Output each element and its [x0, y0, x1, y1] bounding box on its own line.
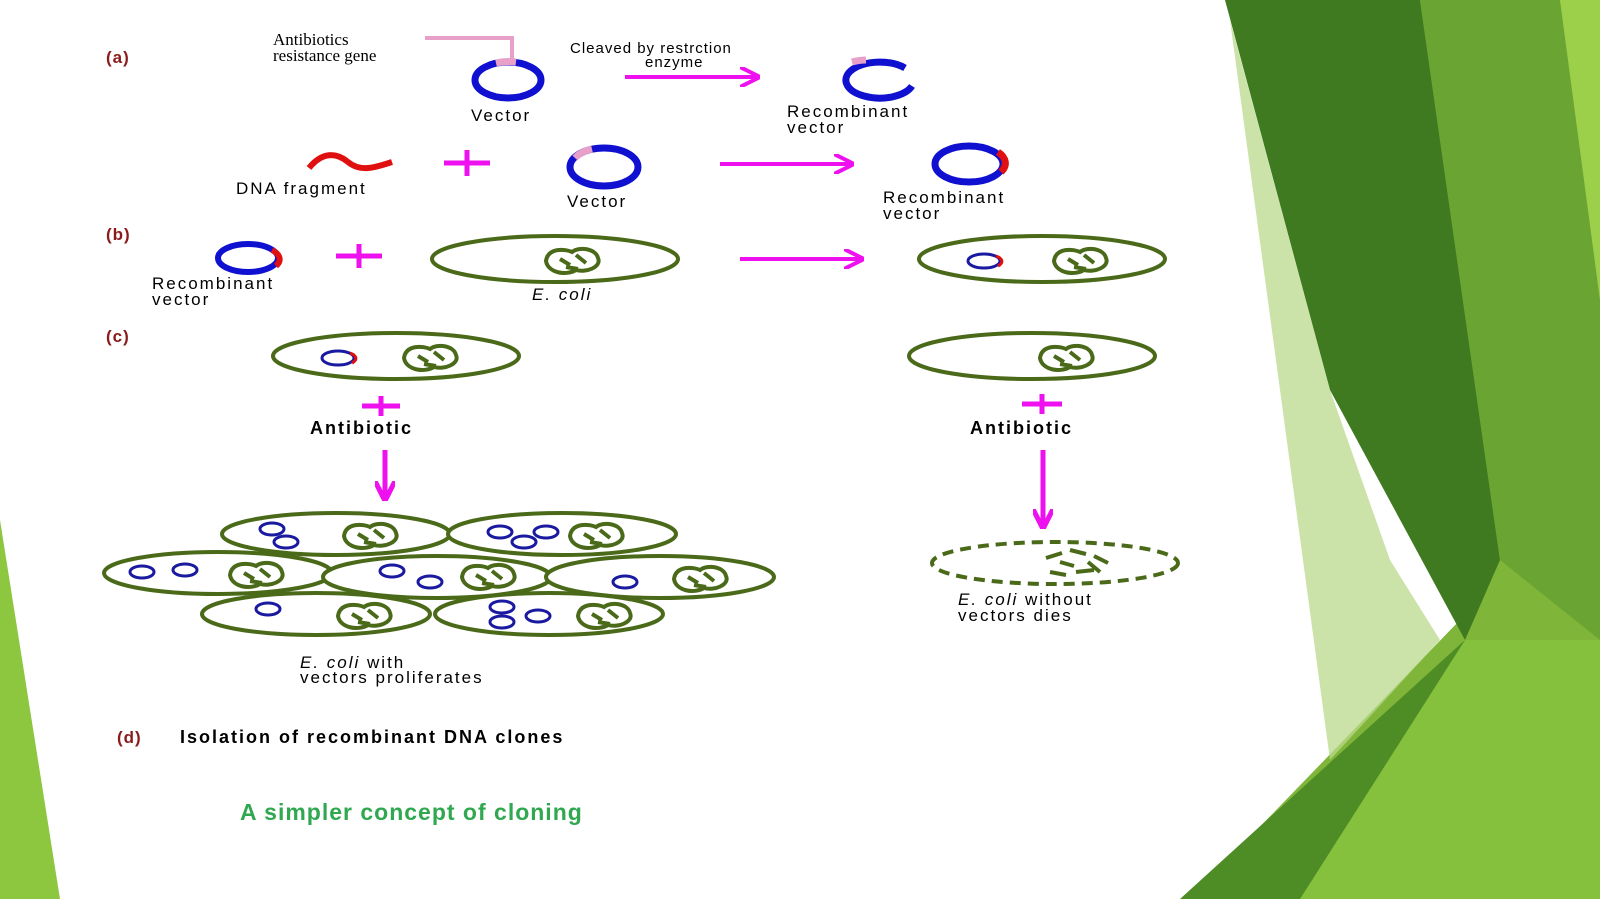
panel-b-tag: (b) [106, 225, 131, 244]
antibiotic-label-left: Antibiotic [310, 418, 413, 438]
cleave-label-line1: Cleaved by restrction [570, 40, 732, 57]
colony-cell [433, 591, 665, 637]
dies-label-line2: vectors dies [958, 606, 1073, 625]
dna-fragment-label: DNA fragment [236, 179, 367, 198]
right-green-light-band [1560, 0, 1600, 300]
proliferating-colony [102, 511, 776, 637]
panel-d-tag: (d) [117, 728, 142, 747]
cut-vector-plasmid [842, 58, 915, 102]
gene-label-line2: resistance gene [273, 46, 376, 65]
transformed-cell-b [917, 234, 1167, 284]
transformed-cell-c [271, 331, 521, 381]
vector-2-gene-segment [572, 145, 593, 161]
dies-label-line1: E. coli without [958, 590, 1093, 609]
cleave-label-line2: enzyme [645, 54, 704, 71]
right-green-pale-facet [1230, 20, 1440, 760]
recombinant2-label-line2: vector [883, 204, 941, 223]
panel-d-text: Isolation of recombinant DNA clones [180, 727, 564, 747]
right-green-mid-band [1420, 0, 1600, 640]
vector-label-2: Vector [567, 192, 627, 211]
recombinant-insert [995, 149, 1009, 175]
vector-label: Vector [471, 106, 531, 125]
gene-pointer-line [425, 36, 514, 62]
dying-cell [930, 540, 1180, 586]
plus-sign-4 [1022, 394, 1062, 414]
plus-sign-2 [336, 244, 382, 268]
recombinant2-label-line1: Recombinant [883, 188, 1005, 207]
recombinant-label-line1: Recombinant [787, 102, 909, 121]
bottom-green-facet [1300, 640, 1600, 899]
proliferates-label-line2: vectors proliferates [300, 668, 484, 687]
ecoli-cell-b [430, 234, 680, 284]
cut-end-marker [851, 56, 867, 66]
plus-sign-1 [444, 150, 490, 176]
ecoli-label-b: E. coli [532, 285, 592, 304]
right-green-dark-band [1225, 0, 1500, 640]
slide-caption: A simpler concept of cloning [240, 799, 583, 825]
colony-cell [446, 511, 678, 557]
colony-cell [200, 591, 432, 637]
left-green-shape [0, 520, 60, 899]
vector-plasmid [471, 58, 545, 102]
colony-cell [321, 554, 553, 600]
proliferates-label-line1: E. coli with [300, 653, 405, 672]
vector-plasmid-2 [566, 144, 642, 190]
panel-c-tag: (c) [106, 327, 130, 346]
gene-label-line1: Antibiotics [273, 30, 349, 49]
recombinant-label-line2: vector [787, 118, 845, 137]
bottom-dark-facet [1180, 640, 1465, 899]
recombinant-plasmid-b [215, 241, 281, 275]
dna-fragment [306, 152, 393, 171]
plus-sign-3 [362, 396, 400, 416]
recombinant-b-label-line2: vector [152, 290, 210, 309]
colony-cell [544, 554, 776, 600]
recombinant-plasmid [931, 142, 1007, 186]
untransformed-cell-c [907, 331, 1157, 381]
antibiotic-label-right: Antibiotic [970, 418, 1073, 438]
recombinant-b-label-line1: Recombinant [152, 274, 274, 293]
panel-a-tag: (a) [106, 48, 130, 67]
colony-cell [102, 550, 334, 596]
recombinant-b-insert [270, 247, 283, 269]
resistance-gene-segment [495, 58, 517, 67]
colony-cell [220, 511, 452, 557]
